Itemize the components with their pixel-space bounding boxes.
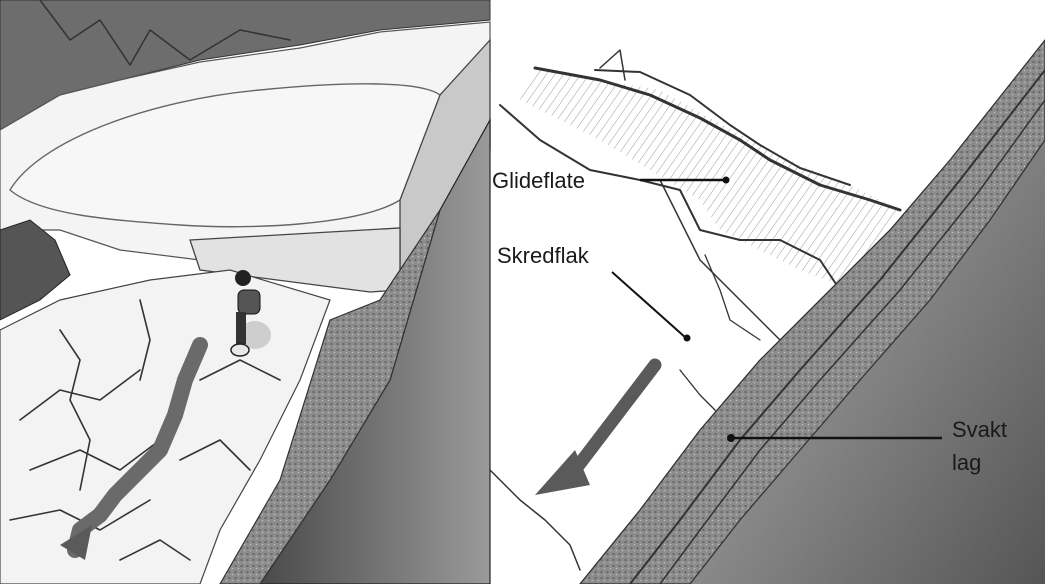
marker-svakt-lag	[727, 434, 735, 442]
marker-glideflate	[723, 177, 730, 184]
slide-direction-shaft	[575, 365, 655, 470]
label-svakt-line1: Svakt	[952, 417, 1007, 442]
label-skredflak: Skredflak	[497, 243, 590, 268]
label-svakt-line2: lag	[952, 450, 981, 475]
label-glideflate: Glideflate	[492, 168, 585, 193]
right-panel-illustration: Glideflate Skredflak Svakt lag	[490, 40, 1045, 584]
leader-skredflak	[612, 272, 686, 338]
left-panel-illustration	[0, 0, 490, 584]
marker-skredflak	[684, 335, 691, 342]
